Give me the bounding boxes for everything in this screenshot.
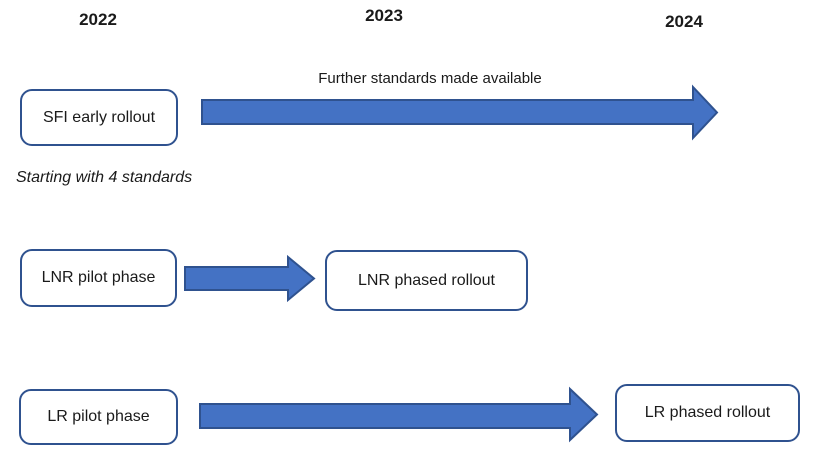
lr-phased-rollout-label: LR phased rollout	[644, 404, 771, 421]
sfi-early-rollout-label: SFI early rollout	[42, 108, 156, 126]
year-label-2022: 2022	[79, 10, 117, 29]
lr-phased-rollout-box: LR phased rollout	[615, 384, 800, 442]
lnr-pilot-phase-label: LNR pilot phase	[41, 269, 156, 286]
lr-arrow-icon	[199, 386, 599, 443]
lnr-arrow-shape	[184, 254, 316, 303]
year-label-2023: 2023	[365, 6, 403, 25]
further-standards-caption: Further standards made available	[318, 70, 542, 87]
sfi-early-rollout-box: SFI early rollout	[20, 89, 178, 146]
sfi-timeline-arrow-shape	[201, 84, 719, 141]
lnr-phased-rollout-label: LNR phased rollout	[358, 271, 495, 289]
sfi-timeline-arrow-icon	[201, 84, 719, 141]
lnr-pilot-phase-box: LNR pilot phase	[20, 249, 177, 307]
lr-arrow-shape	[199, 386, 599, 443]
year-label-2024: 2024	[665, 12, 703, 31]
lr-pilot-phase-box: LR pilot phase	[19, 389, 178, 445]
lnr-arrow-icon	[184, 254, 316, 303]
lnr-phased-rollout-box: LNR phased rollout	[325, 250, 528, 311]
starting-standards-note: Starting with 4 standards	[16, 169, 193, 186]
lr-pilot-phase-label: LR pilot phase	[47, 408, 150, 425]
